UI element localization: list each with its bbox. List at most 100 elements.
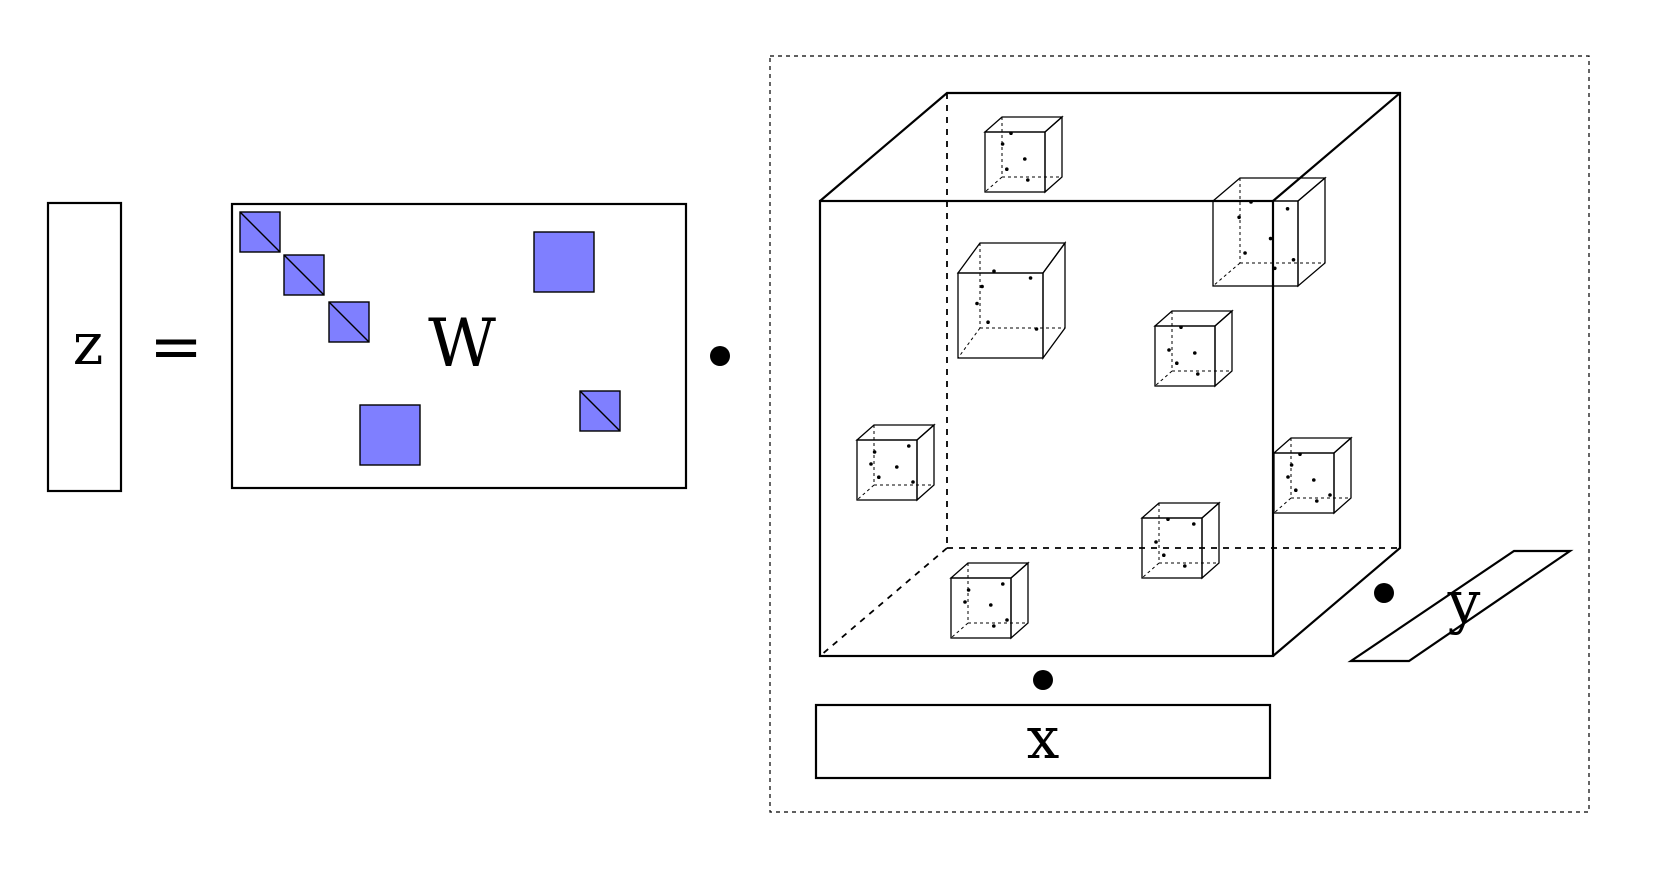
tensor-group-frame: [769, 55, 1590, 813]
sub-block-nonzero-dot: [1162, 553, 1166, 557]
sub-block-nonzero-dot: [1268, 236, 1273, 241]
w-offdiagonal-block: [359, 404, 421, 466]
x-vector: x: [814, 703, 1272, 780]
sub-block-nonzero-dot: [980, 284, 984, 289]
sub-block-nonzero-dot: [1028, 276, 1033, 280]
w-diagonal-line: [579, 390, 621, 432]
sub-block-front-face: [1154, 325, 1216, 387]
sub-block-front-face: [1141, 517, 1203, 579]
sub-block-front-face: [950, 577, 1012, 639]
y-vector: y: [1347, 549, 1574, 663]
sub-block-nonzero-dot: [1026, 178, 1030, 182]
sub-block-side-face: [1201, 501, 1220, 580]
sub-block-nonzero-dot: [872, 450, 877, 454]
sub-block-nonzero-dot: [1193, 351, 1197, 355]
sub-block-nonzero-dot: [975, 301, 979, 306]
sub-block-side-face: [1044, 115, 1063, 194]
sub-block-cube: [1140, 501, 1221, 580]
y-vector-box: [1347, 549, 1574, 663]
sub-block-nonzero-dot: [1001, 582, 1005, 586]
equals-sign: =: [149, 310, 203, 384]
sub-block-nonzero-dot: [1243, 251, 1247, 255]
sub-block-top-face: [949, 562, 1030, 579]
sub-block-front-face: [957, 272, 1044, 359]
x-product-dot: [1033, 670, 1053, 690]
tensor-cube-front: [818, 91, 1402, 658]
w-diagonal-line: [283, 254, 325, 296]
sub-block-top-face: [1140, 502, 1221, 519]
tensor-front-face: [818, 199, 1275, 658]
sub-block-nonzero-dot: [1175, 361, 1179, 366]
w-matrix-box: [230, 202, 688, 490]
sub-block-front-face: [1273, 452, 1335, 514]
sub-block-nonzero-dot: [989, 603, 993, 607]
z-vector-box: [46, 201, 123, 493]
sub-block-nonzero-dot: [1005, 618, 1009, 622]
z-label: z: [73, 310, 104, 378]
sub-block-nonzero-dot: [911, 480, 915, 484]
sub-block-nonzero-dot: [1183, 564, 1187, 568]
sub-block-nonzero-dot: [907, 444, 911, 448]
sub-block-nonzero-dot: [1023, 157, 1027, 161]
sub-block-cube: [1153, 309, 1234, 388]
z-vector: z: [46, 201, 123, 493]
w-label: W: [428, 305, 496, 382]
sub-block-cube: [1272, 436, 1353, 515]
sub-block-nonzero-dot: [1192, 522, 1196, 526]
sub-block-hidden-edge: [1154, 370, 1173, 387]
sub-block-cube: [949, 561, 1030, 640]
sub-block-nonzero-dot: [1312, 478, 1316, 482]
sub-block-nonzero-dot: [1000, 142, 1005, 146]
sub-block-nonzero-dot: [1179, 325, 1183, 330]
sub-block-nonzero-dot: [1034, 327, 1039, 331]
sub-block-nonzero-dot: [1166, 517, 1170, 521]
sub-block-hidden-edge: [984, 176, 1003, 193]
sub-block-nonzero-dot: [1009, 131, 1013, 135]
sub-block-side-face: [1333, 436, 1352, 515]
sub-block-nonzero-dot: [1289, 463, 1294, 467]
sub-block-nonzero-dot: [1196, 372, 1200, 376]
sub-block-side-face: [916, 423, 935, 502]
sub-block-top-face: [855, 424, 936, 441]
sub-block-nonzero-dot: [1285, 207, 1290, 211]
sub-block-hidden-edge: [856, 484, 875, 501]
sub-block-top-face: [1153, 310, 1234, 327]
sub-block-cube: [956, 241, 1067, 360]
sub-block-nonzero-dot: [1294, 488, 1298, 493]
y-label: y: [1447, 568, 1481, 636]
w-matrix: W: [230, 202, 688, 490]
sub-block-hidden-edge: [957, 327, 981, 359]
sub-block-nonzero-dot: [986, 320, 990, 325]
sub-block-nonzero-dot: [1328, 493, 1332, 497]
w-offdiagonal-block: [533, 231, 595, 293]
tensor-top-right-edge: [1272, 92, 1401, 202]
sub-block-nonzero-dot: [1237, 215, 1241, 220]
w-diagonal-line: [328, 301, 370, 343]
sub-block-side-face: [1042, 241, 1066, 360]
sub-block-front-face: [984, 131, 1046, 193]
sub-block-side-face: [1010, 561, 1029, 640]
sub-block-hidden-edge: [1273, 497, 1292, 514]
sub-block-nonzero-dot: [1005, 167, 1009, 171]
x-vector-box: [814, 703, 1272, 780]
tensor-hidden-edge: [819, 547, 948, 657]
sub-block-nonzero-dot: [966, 588, 971, 592]
sub-block-top-face: [983, 116, 1064, 133]
sub-block-hidden-edge: [1212, 262, 1241, 287]
sub-block-nonzero-dot: [877, 475, 881, 480]
sub-block-top-face: [1211, 177, 1327, 202]
tensor-subcubes: [855, 115, 1353, 640]
sub-block-top-face: [1272, 437, 1353, 454]
sub-block-nonzero-dot: [1154, 540, 1158, 544]
product-dot: [710, 346, 730, 366]
sub-block-nonzero-dot: [992, 269, 996, 274]
sub-block-cube: [855, 423, 936, 502]
tensor-cube: [819, 93, 1400, 657]
sub-block-side-face: [1214, 309, 1233, 388]
sub-block-nonzero-dot: [1298, 452, 1302, 457]
sub-block-nonzero-dot: [1167, 348, 1171, 352]
sub-block-cube: [983, 115, 1064, 194]
x-label: x: [1027, 704, 1060, 772]
sub-block-side-face: [1297, 176, 1326, 288]
